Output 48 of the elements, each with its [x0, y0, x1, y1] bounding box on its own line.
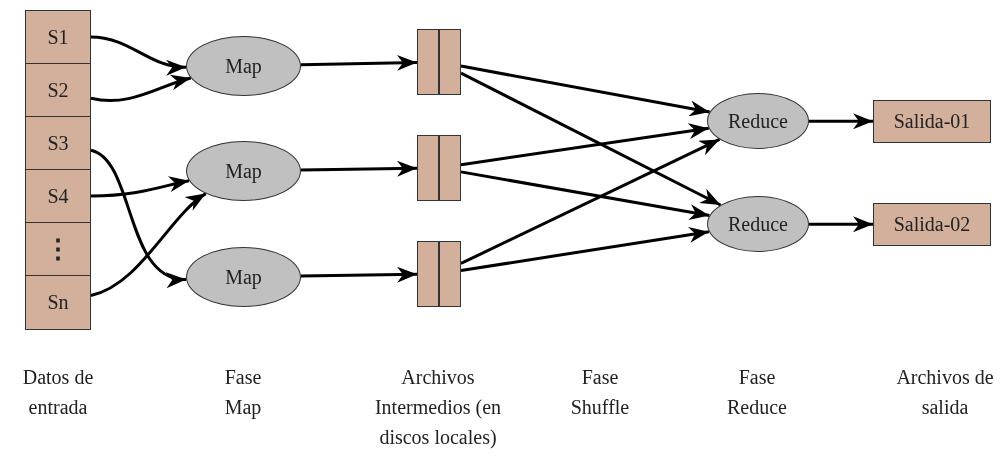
data-block	[25, 116, 91, 170]
arrow	[300, 160, 418, 177]
node-label: Salida-01	[893, 110, 971, 133]
node-label: Map	[225, 159, 262, 183]
arrow	[460, 71, 722, 207]
arrow	[300, 266, 418, 283]
process-ellipse	[707, 93, 809, 149]
arrow	[460, 138, 721, 265]
phase-caption: Fase Map	[223, 365, 263, 421]
arrow	[300, 54, 418, 71]
file-block	[417, 29, 461, 95]
data-block	[873, 203, 991, 246]
phase-caption: Datos de entrada	[21, 365, 95, 420]
arrow	[809, 113, 873, 130]
data-block	[25, 222, 91, 276]
node-label: S1	[47, 25, 69, 49]
phase-caption: Archivos de salida	[895, 365, 995, 420]
process-ellipse	[707, 196, 809, 252]
node-label: S4	[47, 184, 69, 208]
data-block	[25, 169, 91, 223]
arrow	[460, 226, 710, 273]
data-block	[873, 100, 991, 143]
arrow	[90, 148, 187, 285]
node-label: Map	[225, 265, 262, 289]
arrow	[90, 192, 207, 297]
node-label: ⋮	[45, 233, 71, 265]
arrow	[460, 123, 709, 167]
phase-caption: Archivos Intermedios (en discos locales)	[373, 365, 503, 450]
arrow	[90, 75, 192, 103]
file-block	[417, 135, 461, 201]
phase-caption: Fase Shuffle	[569, 365, 631, 420]
file-block	[417, 241, 461, 307]
phase-caption: Fase Reduce	[726, 365, 788, 420]
arrow	[460, 64, 710, 117]
node-label: Map	[225, 54, 262, 78]
node-label: S2	[47, 78, 69, 102]
node-label: Salida-02	[893, 213, 971, 236]
data-block	[25, 63, 91, 117]
node-label: Sn	[47, 291, 69, 314]
node-label: Reduce	[728, 109, 788, 133]
arrow	[90, 35, 187, 75]
arrow	[460, 170, 710, 220]
node-label: S3	[47, 131, 69, 155]
arrow	[90, 176, 190, 198]
data-block	[25, 10, 91, 64]
arrow	[809, 216, 873, 233]
node-label: Reduce	[728, 212, 788, 236]
data-block	[25, 275, 91, 330]
